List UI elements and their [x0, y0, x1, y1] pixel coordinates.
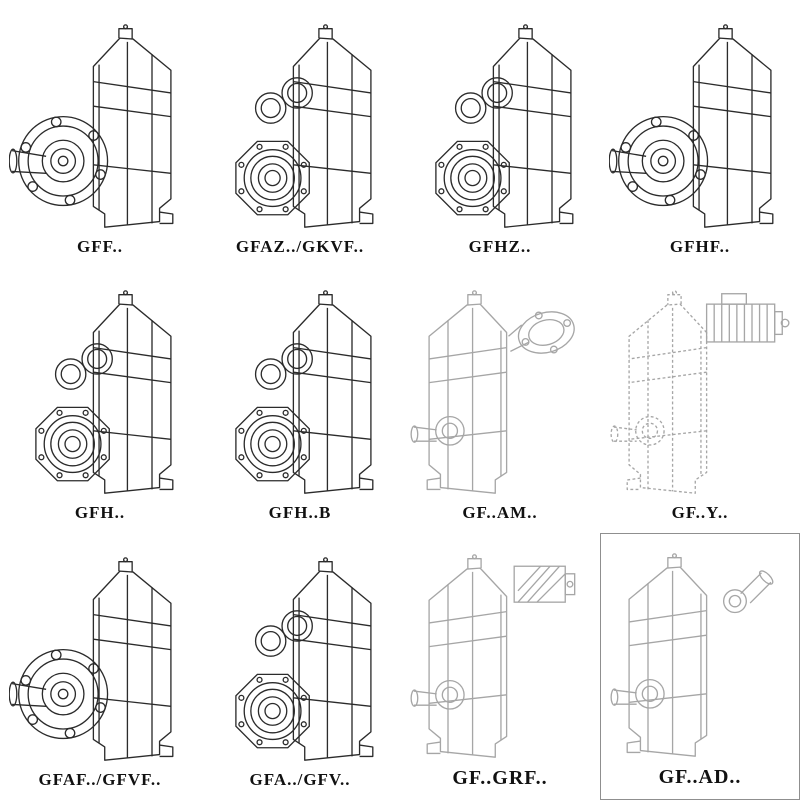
catalog-item-gfh-b: GFH..B [200, 267, 400, 534]
model-label: GFHF.. [669, 236, 731, 256]
model-label: GF..AD.. [658, 765, 742, 788]
catalog-item-gfaf-gfvf: GFAF../GFVF.. [0, 533, 200, 800]
model-label: GF..Y.. [671, 503, 729, 523]
model-label: GFA../GFV.. [249, 769, 351, 789]
catalog-item-gfa-gfv: GFA../GFV.. [200, 533, 400, 800]
gearbox-hollow-bore-drawing [209, 556, 391, 764]
gearbox-hollow-bore-drawing [9, 289, 191, 497]
gearbox-input-flange-drawing [409, 289, 591, 497]
catalog-item-gf-am: GF..AM.. [400, 267, 600, 534]
model-label: GFH..B [268, 503, 332, 523]
catalog-item-gf-grf: GF..GRF.. [400, 533, 600, 800]
catalog-item-gf-ad: GF..AD.. [600, 533, 800, 800]
catalog-item-gff: GFF.. [0, 0, 200, 267]
model-label: GFAZ../GKVF.. [235, 236, 365, 256]
gearbox-input-shaft-drawing [609, 552, 791, 760]
model-label: GFHZ.. [468, 236, 532, 256]
catalog-item-gfhz: GFHZ.. [400, 0, 600, 267]
gearbox-flange-shaft-drawing [9, 556, 191, 764]
catalog-item-gf-y: GF..Y.. [600, 267, 800, 534]
catalog-item-gfh: GFH.. [0, 267, 200, 534]
catalog-item-gfhf: GFHF.. [600, 0, 800, 267]
model-label: GFF.. [77, 236, 123, 256]
model-label: GF..GRF.. [452, 766, 548, 789]
model-label: GFAF../GFVF.. [38, 769, 162, 789]
gearbox-hollow-bore-drawing [209, 23, 391, 231]
gearbox-hollow-bore-drawing [209, 289, 391, 497]
gearbox-flange-shaft-drawing [9, 23, 191, 231]
gearbox-motor-mounted-drawing [609, 289, 791, 497]
gearbox-hollow-bore-drawing [409, 23, 591, 231]
gearbox-flange-shaft-drawing [609, 23, 791, 231]
model-label: GFH.. [74, 503, 126, 523]
gearbox-adapter-block-drawing [409, 553, 591, 761]
model-label: GF..AM.. [462, 503, 538, 523]
catalog-item-gfaz-gkvf: GFAZ../GKVF.. [200, 0, 400, 267]
